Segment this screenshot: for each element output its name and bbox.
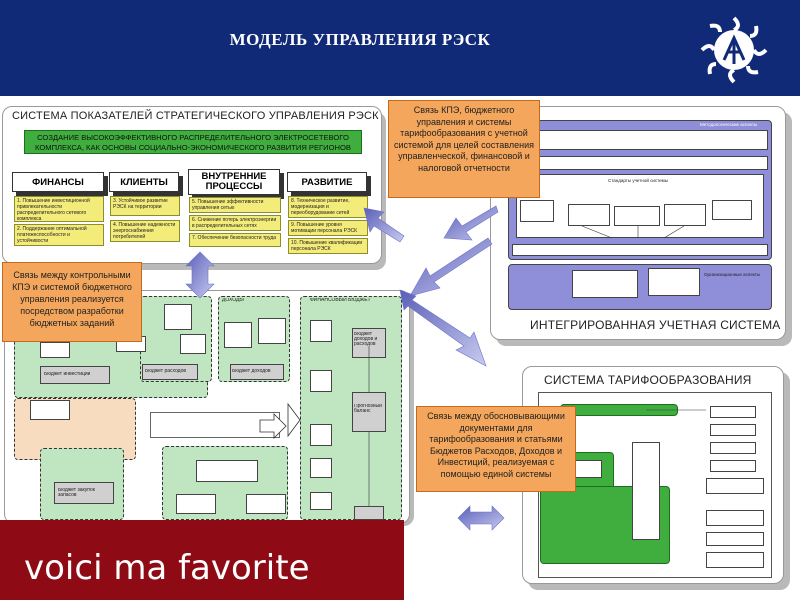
accounting-system-title: ИНТЕГРИРОВАННАЯ УЧЕТНАЯ СИСТЕМА [530, 318, 781, 332]
category-development: РАЗВИТИЕ [287, 172, 367, 192]
kpi-item: 1. Повышение инвестиционной привлекатель… [14, 196, 104, 222]
kpi-item: 2. Поддержание оптимальной платежеспособ… [14, 224, 104, 246]
header-bar [0, 0, 800, 96]
organization-block [508, 264, 772, 310]
cash-budget-label: Бюджет доходов и расходов [354, 332, 378, 347]
investment-budget-label: Бюджет инвестиций [44, 372, 91, 377]
lightning-sun-logo-icon [700, 16, 768, 84]
kpi-item: 9. Повышение уровня мотивации персонала … [288, 220, 368, 236]
kpi-item: 4. Повышение надежности энергоснабжения … [110, 220, 180, 242]
kpi-item: 5. Повышение эффективности управления се… [189, 197, 281, 213]
category-finance: ФИНАНСЫ [12, 172, 104, 192]
organization-label: Организационные аспекты [704, 272, 761, 277]
methodology-label: Методологические аспекты [700, 122, 758, 127]
category-internal-processes: ВНУТРЕННИЕ ПРОЦЕССЫ [188, 169, 280, 195]
arrow-budget-tariff-lower [457, 505, 505, 531]
callout-tariff-budget: Связь между обосновывающими документами … [416, 406, 576, 492]
banner-text: voici ma favorite [24, 548, 310, 588]
financial-budget-label: ФИНАНСОВЫЙ БЮДЖЕТ [310, 298, 371, 303]
procurement-budget-label: Бюджет закупок запасов [58, 488, 95, 498]
category-clients: КЛИЕНТЫ [109, 172, 179, 192]
income-label: ДОХОДЫ [222, 298, 244, 303]
income-budget-label: Бюджет доходов [232, 369, 271, 374]
expense-budget-label: Бюджет расходов [145, 369, 187, 374]
tariff-system-title: СИСТЕМА ТАРИФООБРАЗОВАНИЯ [544, 373, 752, 387]
strategic-goal-box: СОЗДАНИЕ ВЫСОКОЭФФЕКТИВНОГО РАСПРЕДЕЛИТЕ… [24, 130, 362, 154]
arrow-budget-accounting [409, 237, 493, 297]
kpi-system-title: СИСТЕМА ПОКАЗАТЕЛЕЙ СТРАТЕГИЧЕСКОГО УПРА… [12, 110, 379, 122]
callout-kpi-budget: Связь между контрольными КПЭ и системой … [2, 262, 142, 342]
banner-band [0, 520, 404, 600]
kpi-item: 8. Техническое развитие, модернизация и … [288, 196, 368, 218]
kpi-item: 3. Устойчивое развитие РЭСК на территори… [110, 196, 180, 216]
kpi-item: 10. Повышение квалификации персонала РЭС… [288, 238, 368, 254]
forecast-balance-label: Прогнозный баланс [354, 404, 382, 414]
kpi-item: 7. Обеспечение безопасности труда [189, 233, 281, 247]
callout-kpi-accounting: Связь КПЭ, бюджетного управления и систе… [388, 100, 540, 198]
page-title: МОДЕЛЬ УПРАВЛЕНИЯ РЭСК [229, 30, 491, 49]
kpi-item: 6. Снижение потерь электроэнергии в расп… [189, 215, 281, 231]
accounting-standards-label: Стандарты учетной системы [608, 178, 668, 183]
